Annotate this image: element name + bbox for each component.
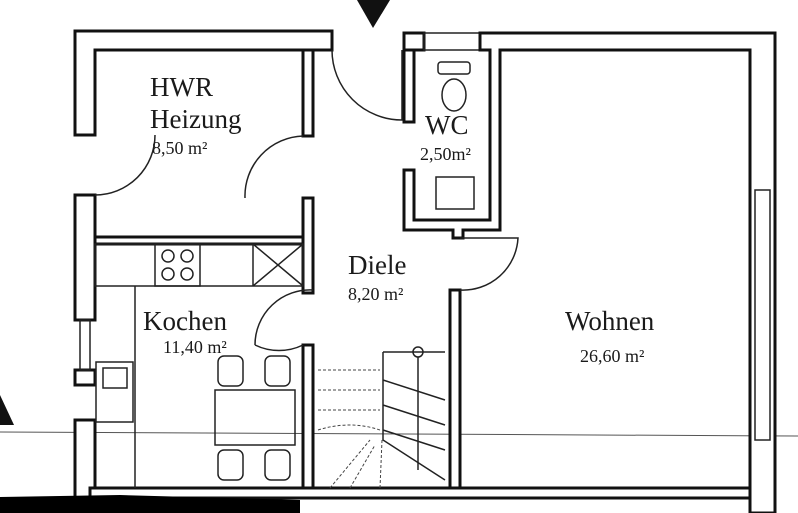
stairs: [317, 346, 446, 489]
room-area: 8,50 m²: [152, 138, 207, 158]
room-area: 2,50m²: [420, 144, 471, 164]
scan-shadow: [0, 495, 300, 513]
furniture: [94, 61, 475, 488]
room-name: Kochen: [143, 306, 227, 336]
room-area: 26,60 m²: [580, 346, 644, 366]
room-diele: Diele 8,20 m²: [348, 250, 406, 304]
section-marker: [0, 395, 14, 425]
doors: [94, 49, 519, 352]
room-kochen: Kochen 11,40 m²: [143, 306, 227, 357]
room-name: WC: [425, 110, 469, 140]
room-name: HWR: [150, 72, 213, 102]
room-name-2: Heizung: [150, 104, 241, 134]
entrance-arrow-icon: [357, 0, 390, 28]
room-area: 11,40 m²: [163, 337, 227, 357]
washbasin-icon: [435, 176, 475, 210]
walls: [73, 29, 777, 513]
sink-icon: [95, 361, 134, 423]
table-icon: [214, 389, 296, 446]
room-name: Wohnen: [565, 306, 655, 336]
room-area: 8,20 m²: [348, 284, 403, 304]
room-hwr: HWR Heizung 8,50 m²: [150, 72, 241, 158]
stove-icon: [154, 243, 201, 287]
section-line: [0, 431, 798, 437]
room-wc: WC 2,50m²: [420, 110, 471, 164]
toilet-icon: [437, 61, 471, 75]
room-name: Diele: [348, 250, 406, 280]
room-wohnen: Wohnen 26,60 m²: [565, 306, 655, 366]
